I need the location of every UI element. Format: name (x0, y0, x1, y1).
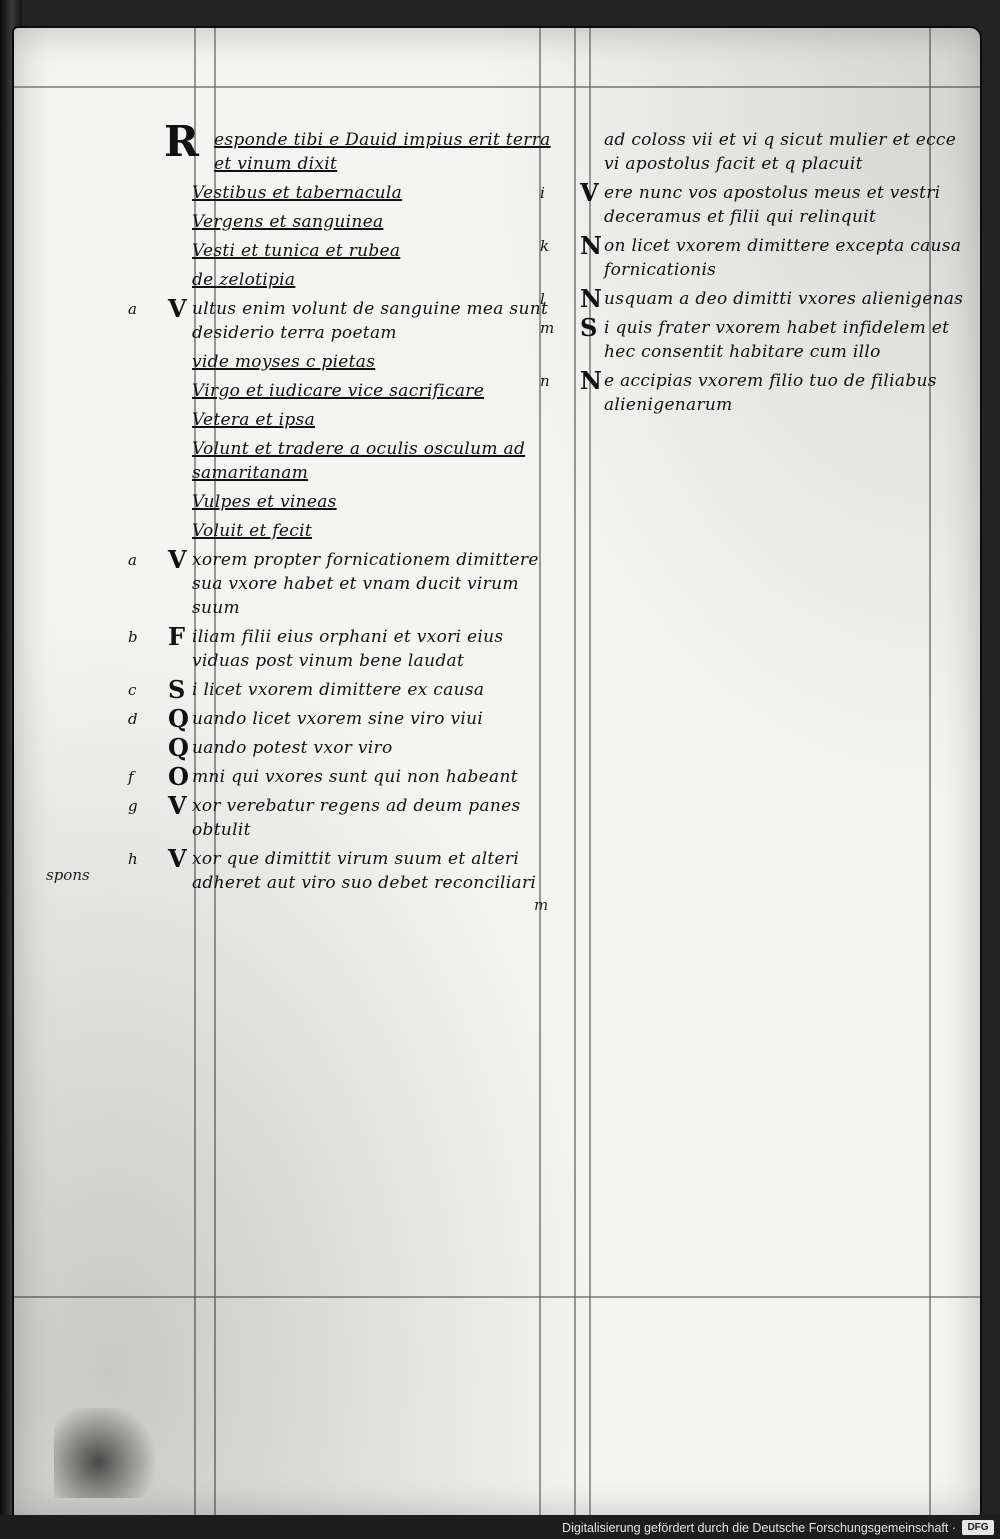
ruling-line (574, 28, 576, 1518)
entry-text: on licet vxorem dimittere excepta causa … (604, 236, 962, 280)
entry-text: mni qui vxores sunt qui non habeant (192, 767, 518, 787)
text-entry: Voluit et fecit (162, 519, 552, 543)
entry-marker: n (540, 372, 550, 390)
text-entry: Vetera et ipsa (162, 408, 552, 432)
right-text-column: ad coloss vii et vi q sicut mulier et ec… (540, 128, 966, 422)
entry-marker: g (128, 797, 138, 815)
entry-text: Voluit et fecit (192, 521, 312, 541)
ruling-line (14, 1296, 980, 1298)
entry-text: Virgo et iudicare vice sacrificare (192, 381, 485, 401)
text-entry: Virgo et iudicare vice sacrificare (162, 379, 552, 403)
dfg-logo-icon: DFG (962, 1520, 994, 1535)
text-entry: Vestibus et tabernacula (162, 181, 552, 205)
entry-initial: S (168, 675, 186, 704)
text-entry: vide moyses c pietas (162, 350, 552, 374)
entry-text: Vetera et ipsa (192, 410, 316, 430)
entry-text: e accipias vxorem filio tuo de filiabus … (604, 371, 937, 415)
entry-marker: f (128, 768, 134, 786)
entry-marker: d (128, 710, 138, 728)
entry-text: Vesti et tunica et rubea (192, 241, 401, 261)
entry-text: ultus enim volunt de sanguine mea sunt d… (192, 299, 549, 343)
entry-text: xorem propter fornicationem dimittere su… (192, 550, 539, 618)
entry-text: ere nunc vos apostolus meus et vestri de… (604, 183, 941, 227)
binding-shadow (54, 1408, 164, 1498)
entry-initial: V (168, 545, 187, 574)
text-entry: Vulpes et vineas (162, 490, 552, 514)
entry-text: uando potest vxor viro (192, 738, 393, 758)
entry-initial: Q (168, 733, 190, 762)
entry-text: esponde tibi e Dauid impius erit terra e… (214, 130, 551, 174)
entry-text: ad coloss vii et vi q sicut mulier et ec… (604, 130, 957, 174)
entry-marker: i (540, 184, 546, 202)
entry-marker: k (540, 237, 550, 255)
entry-initial: V (580, 178, 599, 207)
footer-bar: Digitalisierung gefördert durch die Deut… (0, 1515, 1000, 1539)
entry-initial: N (580, 284, 603, 313)
entry-text: Vergens et sanguinea (192, 212, 384, 232)
text-entry: Vesti et tunica et rubea (162, 239, 552, 263)
entry-text: Volunt et tradere a oculis osculum ad sa… (192, 439, 526, 483)
entry-text: usquam a deo dimitti vxores alienigenas (604, 289, 964, 309)
ruling-line (539, 28, 541, 1518)
ruling-line (214, 28, 216, 1518)
text-entry: Volunt et tradere a oculis osculum ad sa… (162, 437, 552, 485)
entry-text: de zelotipia (192, 270, 296, 290)
ruling-line (929, 28, 931, 1518)
entry-marker: a (128, 551, 138, 569)
entry-text: xor verebatur regens ad deum panes obtul… (192, 796, 521, 840)
ruling-line (589, 28, 591, 1518)
text-entry: ad coloss vii et vi q sicut mulier et ec… (574, 128, 966, 176)
entry-text: i quis frater vxorem habet infidelem et … (604, 318, 950, 362)
entry-initial: Q (168, 704, 190, 733)
entry-text: Vestibus et tabernacula (192, 183, 403, 203)
margin-note: spons (46, 866, 90, 884)
entry-text: iliam filii eius orphani et vxori eius v… (192, 627, 504, 671)
entry-marker: l (540, 290, 546, 308)
entry-initial: F (168, 622, 186, 651)
entry-initial: N (580, 366, 603, 395)
entry-text: vide moyses c pietas (192, 352, 376, 372)
entry-marker: h (128, 850, 138, 868)
entry-marker: b (128, 628, 138, 646)
entry-initial: V (168, 791, 187, 820)
margin-note: m (534, 896, 549, 914)
text-entry: de zelotipia (162, 268, 552, 292)
entry-initial: V (168, 844, 187, 873)
ruling-line (14, 86, 980, 88)
entry-initial: S (580, 313, 598, 342)
entry-marker: a (128, 300, 138, 318)
text-entry: Vergens et sanguinea (162, 210, 552, 234)
entry-text: uando licet vxorem sine viro viui (192, 709, 484, 729)
entry-initial: V (168, 294, 187, 323)
entry-text: i licet vxorem dimittere ex causa (192, 680, 485, 700)
entry-initial: N (580, 231, 603, 260)
entry-text: Vulpes et vineas (192, 492, 337, 512)
entry-initial: O (168, 762, 190, 791)
footer-credit: Digitalisierung gefördert durch die Deut… (562, 1521, 956, 1535)
ruling-line (194, 28, 196, 1518)
entry-marker: c (128, 681, 137, 699)
entry-text: xor que dimittit virum suum et alteri ad… (192, 849, 537, 893)
entry-initial: R (164, 117, 200, 166)
entry-marker: m (540, 319, 555, 337)
